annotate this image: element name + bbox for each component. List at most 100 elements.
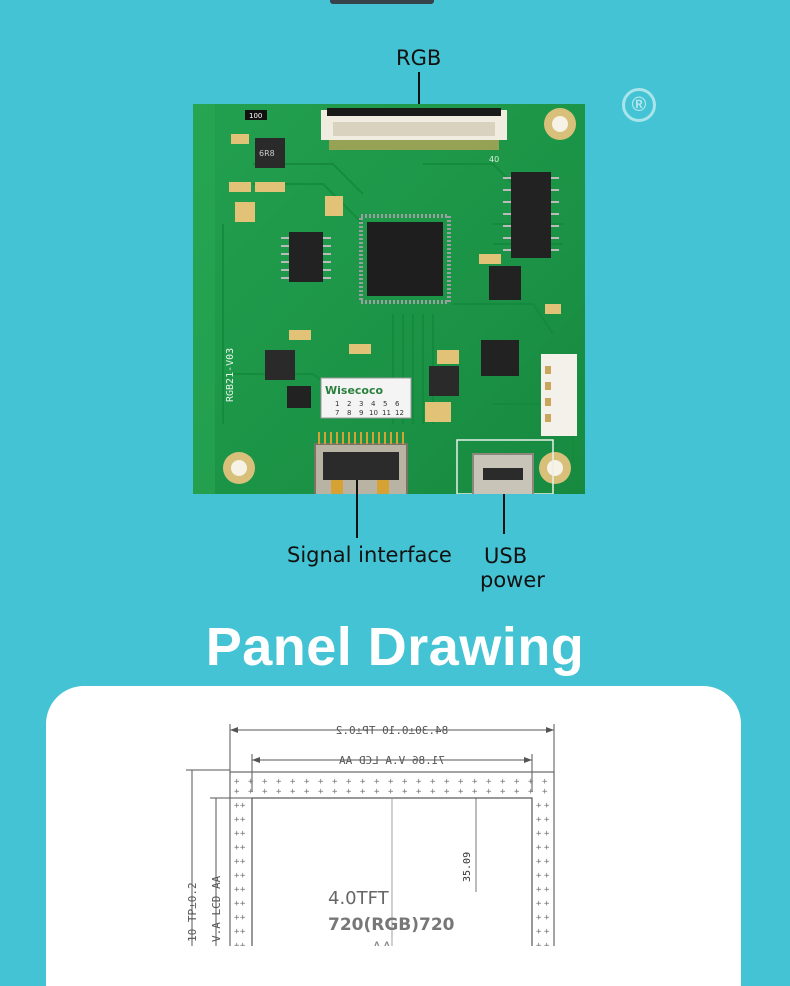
svg-text:+: +	[544, 927, 550, 937]
svg-text:+: +	[318, 777, 324, 787]
driver-board-image: 40 100 6R8	[193, 104, 585, 517]
svg-text:+: +	[304, 777, 310, 787]
dim-lcd-aa: 71.86 V.A LCD AA	[339, 754, 445, 767]
svg-text:+: +	[536, 843, 542, 853]
panel-resolution: 720(RGB)720	[328, 915, 455, 935]
svg-text:+: +	[304, 787, 310, 797]
svg-text:+: +	[332, 777, 338, 787]
svg-text:+: +	[536, 857, 542, 867]
svg-text:+: +	[536, 913, 542, 923]
rgb-callout-label: RGB	[396, 46, 442, 70]
svg-text:Wisecoco: Wisecoco	[325, 384, 384, 397]
signal-interface-callout-label: Signal interface	[287, 543, 452, 567]
svg-text:+: +	[444, 787, 450, 797]
svg-text:+: +	[240, 885, 246, 895]
svg-text:+: +	[234, 913, 240, 923]
svg-text:+: +	[500, 787, 506, 797]
svg-text:+: +	[536, 941, 542, 946]
svg-text:+: +	[544, 885, 550, 895]
svg-text:+: +	[486, 787, 492, 797]
svg-text:11: 11	[382, 409, 391, 417]
svg-text:8: 8	[347, 409, 351, 417]
svg-text:+: +	[332, 787, 338, 797]
svg-text:+: +	[544, 857, 550, 867]
svg-text:+: +	[234, 871, 240, 881]
svg-text:3: 3	[359, 400, 363, 408]
dim-outer-width: 84.30±0.10 TP±0.2	[336, 724, 449, 737]
svg-text:+: +	[374, 777, 380, 787]
panel-name: 4.0TFT	[328, 888, 390, 909]
svg-text:4: 4	[371, 400, 376, 408]
svg-text:+: +	[346, 787, 352, 797]
svg-text:+: +	[360, 787, 366, 797]
svg-text:+: +	[430, 777, 436, 787]
svg-text:+: +	[416, 787, 422, 797]
svg-text:5: 5	[383, 400, 387, 408]
svg-text:+: +	[542, 777, 548, 787]
svg-text:10: 10	[369, 409, 378, 417]
svg-text:+: +	[290, 777, 296, 787]
svg-text:7: 7	[335, 409, 339, 417]
svg-text:+: +	[536, 927, 542, 937]
svg-text:+: +	[240, 941, 246, 946]
svg-text:+: +	[234, 857, 240, 867]
svg-text:+: +	[388, 777, 394, 787]
svg-text:+: +	[544, 815, 550, 825]
rgb-leader-line	[418, 72, 420, 120]
registered-trademark-icon: ®	[622, 88, 656, 122]
svg-text:+: +	[544, 801, 550, 811]
svg-text:12: 12	[395, 409, 404, 417]
svg-text:6: 6	[395, 400, 400, 408]
svg-text:+: +	[290, 787, 296, 797]
svg-text:+: +	[240, 829, 246, 839]
svg-text:+: +	[234, 885, 240, 895]
svg-text:+: +	[234, 927, 240, 937]
svg-text:+: +	[240, 927, 246, 937]
svg-text:+: +	[262, 787, 268, 797]
svg-text:+: +	[240, 843, 246, 853]
svg-text:+: +	[536, 871, 542, 881]
pin-label: 40	[489, 155, 499, 164]
top-tab-edge	[330, 0, 434, 4]
panel-extra: AA	[372, 940, 392, 946]
svg-text:+: +	[544, 913, 550, 923]
svg-text:+: +	[248, 787, 254, 797]
svg-text:+: +	[234, 899, 240, 909]
usb-power-leader-line	[503, 494, 505, 534]
pcb-board	[193, 104, 585, 494]
usb-power-callout-label-line1: USB	[484, 544, 528, 568]
svg-text:+: +	[240, 801, 246, 811]
svg-text:+: +	[276, 777, 282, 787]
svg-text:+: +	[318, 787, 324, 797]
svg-text:9: 9	[359, 409, 363, 417]
svg-text:+: +	[536, 899, 542, 909]
svg-text:+: +	[240, 913, 246, 923]
svg-text:1: 1	[335, 400, 339, 408]
svg-text:+: +	[234, 843, 240, 853]
svg-text:+: +	[544, 829, 550, 839]
svg-text:+: +	[514, 777, 520, 787]
svg-text:+: +	[240, 871, 246, 881]
svg-text:+: +	[240, 857, 246, 867]
svg-text:2: 2	[347, 400, 351, 408]
svg-text:+: +	[262, 777, 268, 787]
svg-text:100: 100	[249, 112, 262, 120]
svg-text:6R8: 6R8	[259, 149, 275, 158]
svg-text:+: +	[240, 899, 246, 909]
svg-text:RGB21-V03: RGB21-V03	[225, 348, 236, 402]
svg-text:+: +	[234, 787, 240, 797]
svg-text:+: +	[402, 787, 408, 797]
svg-text:+: +	[544, 843, 550, 853]
svg-text:+: +	[542, 787, 548, 797]
svg-text:+: +	[374, 787, 380, 797]
svg-text:+: +	[234, 815, 240, 825]
svg-text:+: +	[514, 787, 520, 797]
svg-text:+: +	[444, 777, 450, 787]
svg-text:+: +	[234, 801, 240, 811]
dim-va-lcd-aa: V.A LCD AA	[210, 875, 223, 942]
svg-text:+: +	[346, 777, 352, 787]
svg-text:+: +	[486, 777, 492, 787]
svg-text:+: +	[276, 787, 282, 797]
panel-technical-drawing: 84.30±0.10 TP±0.2 71.86 V.A LCD AA 10 TP…	[176, 712, 576, 959]
svg-text:+: +	[544, 941, 550, 946]
